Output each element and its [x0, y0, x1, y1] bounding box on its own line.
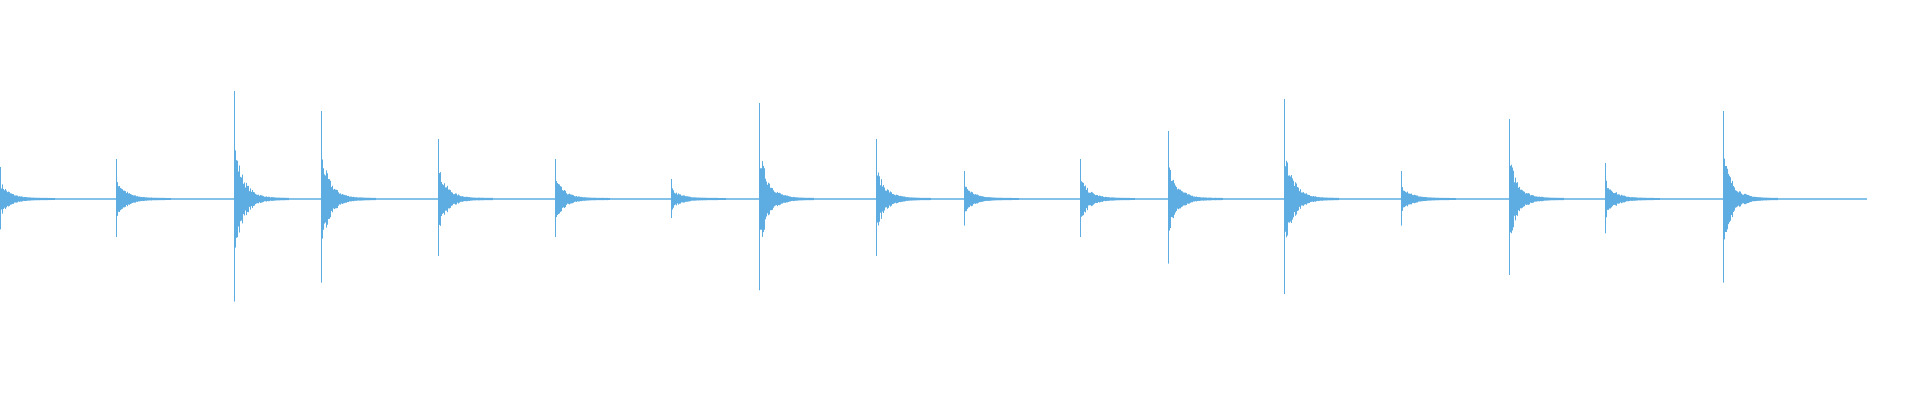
transient-1	[0, 167, 55, 230]
transient-16	[1605, 163, 1660, 234]
transient-14	[1401, 171, 1456, 226]
transient-decay	[1080, 159, 1135, 237]
transient-8	[759, 103, 814, 291]
transient-decay	[876, 139, 931, 256]
transient-15	[1509, 119, 1564, 275]
transient-decay	[759, 103, 814, 291]
transient-decay	[1723, 111, 1778, 283]
transient-4	[321, 111, 376, 283]
transient-decay	[1168, 131, 1223, 264]
transient-decay	[234, 91, 289, 302]
transient-decay	[671, 179, 726, 218]
transient-6	[555, 159, 610, 237]
transient-decay	[1284, 99, 1339, 294]
transient-5	[438, 139, 493, 256]
transient-decay	[964, 171, 1019, 226]
transient-decay	[1509, 119, 1564, 275]
transient-decay	[1401, 171, 1456, 226]
transient-17	[1723, 111, 1778, 283]
transient-3	[234, 91, 289, 302]
transient-decay	[1605, 163, 1660, 234]
transient-12	[1168, 131, 1223, 264]
transient-decay	[116, 159, 171, 237]
transient-decay	[0, 167, 55, 230]
transient-7	[671, 179, 726, 218]
transient-10	[964, 171, 1019, 226]
transient-2	[116, 159, 171, 237]
transient-decay	[438, 139, 493, 256]
transient-13	[1284, 99, 1339, 294]
transient-decay	[555, 159, 610, 237]
transient-decay	[321, 111, 376, 283]
transient-9	[876, 139, 931, 256]
transient-11	[1080, 159, 1135, 237]
